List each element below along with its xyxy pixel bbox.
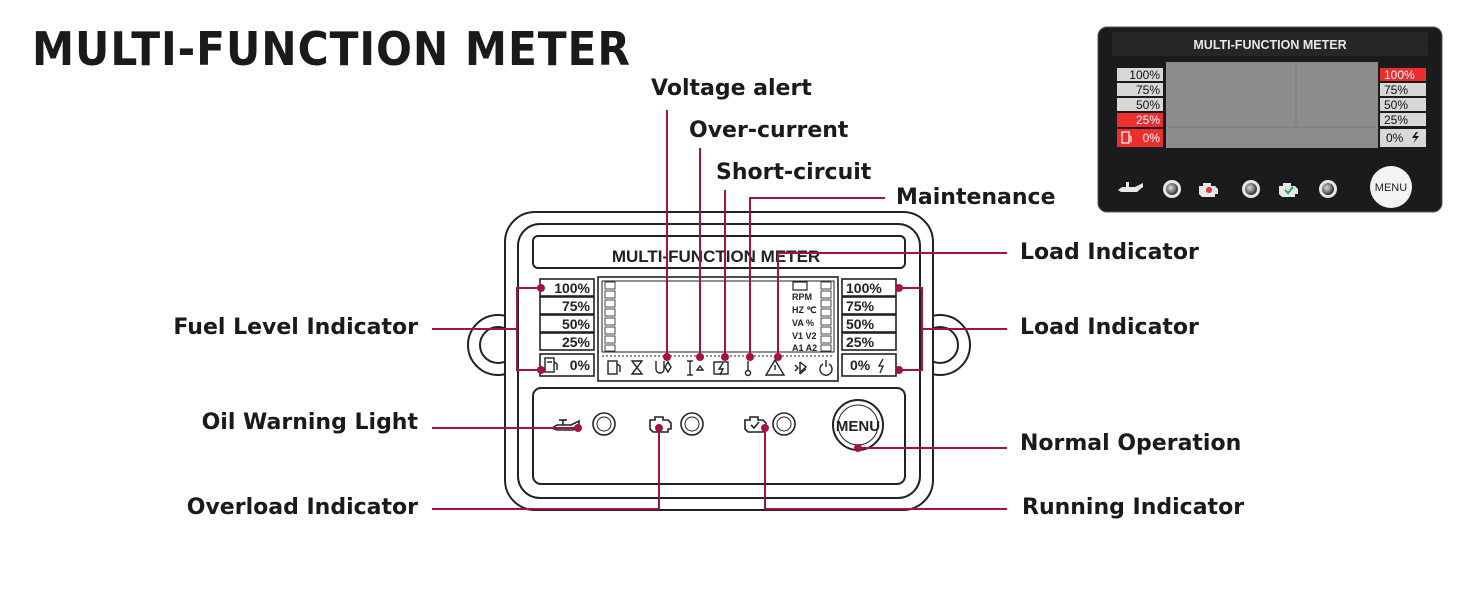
photo-oil-can-icon: [1118, 182, 1143, 192]
menu-button-label: MENU: [836, 418, 880, 435]
leader-lines: [432, 110, 1007, 510]
lcd-fuel-icon: [607, 360, 621, 375]
callout-short-circuit: Short-circuit: [716, 160, 872, 185]
lcd-va-label: VA %: [792, 318, 814, 328]
callout-load-indicator: Load Indicator: [1020, 315, 1199, 340]
panel-header: MULTI-FUNCTION METER: [612, 247, 820, 266]
callout-load-indicator-top: Load Indicator: [1020, 240, 1199, 265]
photo-load-25: 25%: [1384, 113, 1408, 127]
thermometer-icon: [744, 361, 752, 377]
photo-menu-label: MENU: [1375, 182, 1407, 194]
lightning-icon: [877, 358, 884, 374]
engine-running-icon: [744, 416, 767, 433]
overload-led: [680, 412, 704, 436]
callout-over-current: Over-current: [689, 118, 849, 143]
callout-running: Running Indicator: [1022, 495, 1245, 520]
photo-load-50: 50%: [1384, 98, 1408, 112]
load-level-75: 75%: [846, 298, 875, 314]
callout-voltage-alert: Voltage alert: [651, 76, 812, 101]
page-title: MULTI-FUNCTION METER: [32, 22, 631, 76]
photo-engine-running-icon: [1279, 183, 1298, 197]
photo-fuel-25: 25%: [1136, 113, 1160, 127]
oil-can-icon: [550, 419, 580, 431]
callout-overload: Overload Indicator: [186, 495, 418, 520]
callout-maintenance: Maintenance: [896, 185, 1056, 210]
photo-fuel-pump-icon: [1121, 131, 1132, 144]
load-level-25: 25%: [846, 334, 875, 350]
load-level-50: 50%: [846, 316, 875, 332]
engine-warning-icon: [649, 416, 672, 433]
over-current-icon: [687, 360, 705, 376]
photo-menu-button[interactable]: [1370, 166, 1412, 208]
power-icon: [819, 360, 833, 376]
fuel-level-25: 25%: [562, 334, 591, 350]
callout-oil-warning: Oil Warning Light: [201, 410, 418, 435]
photo-load-75: 75%: [1384, 83, 1408, 97]
photo-load-0: 0%: [1386, 131, 1404, 145]
fuel-pump-icon: [544, 357, 558, 373]
photo-fuel-50: 50%: [1136, 98, 1160, 112]
lcd-window: [597, 276, 839, 382]
fuel-level-50: 50%: [562, 316, 591, 332]
fuel-level-75: 75%: [562, 298, 591, 314]
photo-fuel-0: 0%: [1143, 131, 1161, 145]
maintenance-icon: [764, 358, 786, 376]
leader-dots: [537, 284, 903, 452]
running-led: [772, 412, 796, 436]
photo-engine-warning-icon: [1199, 183, 1218, 197]
lcd-rpm-label: RPM: [792, 292, 812, 302]
callout-normal-operation: Normal Operation: [1020, 431, 1242, 456]
short-circuit-icon: [713, 361, 729, 376]
fuel-level-boxes: [539, 278, 595, 377]
lcd-v-label: V1 V2: [792, 331, 817, 341]
lcd-hz-label: HZ ℃: [792, 305, 817, 315]
load-level-0: 0%: [850, 357, 871, 373]
voltage-alert-icon: [655, 360, 672, 374]
battery-icon: [792, 281, 808, 291]
photo-fuel-100: 100%: [1129, 68, 1160, 82]
fuel-level-0: 0%: [570, 357, 591, 373]
photo-lightning-icon: [1412, 132, 1419, 144]
lcd-right-segments: [820, 281, 832, 352]
bluetooth-icon: [794, 361, 808, 375]
oil-warning-led: [592, 412, 616, 436]
photo-load-100: 100%: [1384, 68, 1415, 82]
product-photo: MULTI-FUNCTION METER 100% 75% 50% 25% 0%…: [1097, 26, 1443, 213]
load-level-boxes: [841, 278, 897, 377]
hourglass-icon: [630, 360, 644, 375]
photo-fuel-75: 75%: [1136, 83, 1160, 97]
load-level-100: 100%: [846, 280, 882, 296]
lcd-left-segments: [604, 281, 616, 352]
callout-fuel-level: Fuel Level Indicator: [173, 315, 418, 340]
photo-header: MULTI-FUNCTION METER: [1193, 38, 1346, 52]
fuel-level-100: 100%: [554, 280, 590, 296]
lcd-a-label: A1 A2: [792, 343, 817, 353]
